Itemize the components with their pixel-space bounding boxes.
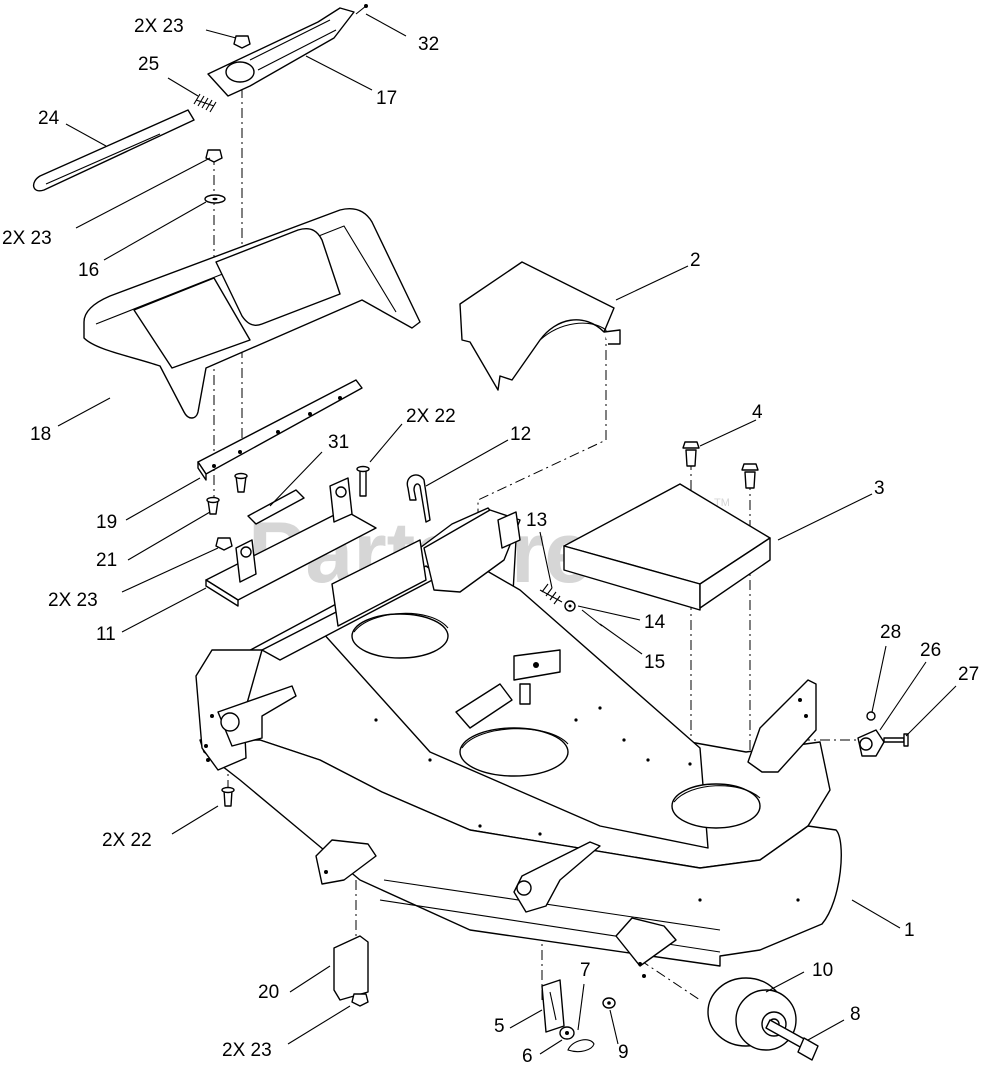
part-4-bolts[interactable] (682, 441, 759, 489)
part-10-wheel[interactable] (707, 977, 797, 1051)
callout-2x22-mid: 2X 22 (406, 406, 456, 427)
callout-24: 24 (38, 108, 60, 129)
part-24-rod[interactable] (33, 109, 195, 192)
callout-20: 20 (258, 982, 279, 1003)
part-28-screw[interactable] (866, 711, 876, 721)
callout-12: 12 (510, 424, 531, 445)
part-23-nut-mid[interactable] (215, 537, 233, 551)
callout-17: 17 (376, 88, 397, 109)
part-7-cotter-pin[interactable] (567, 1039, 595, 1053)
part-27-bolt[interactable] (883, 733, 909, 747)
callout-11: 11 (96, 624, 116, 645)
part-31-pad[interactable] (247, 489, 305, 525)
callout-2x23-bottom: 2X 23 (222, 1040, 272, 1061)
callout-9: 9 (618, 1042, 629, 1063)
callout-2x23-top: 2X 23 (134, 16, 184, 37)
callout-3: 3 (874, 478, 885, 499)
part-21-bolts[interactable] (206, 472, 248, 515)
part-16-washer[interactable] (204, 194, 226, 204)
callout-10: 10 (812, 960, 833, 981)
part-22-bolt-low[interactable] (221, 786, 235, 807)
part-8-axle-bolt[interactable] (765, 1019, 819, 1061)
part-5-slotted-plate[interactable] (541, 979, 565, 1033)
callout-19: 19 (96, 512, 117, 533)
part-17-lift-bracket[interactable] (207, 7, 355, 97)
callout-7: 7 (580, 960, 591, 981)
part-13-spring[interactable] (539, 583, 563, 605)
part-1-deck[interactable] (195, 507, 842, 978)
part-9-washer[interactable] (602, 997, 616, 1009)
callout-27: 27 (958, 664, 979, 685)
callout-18: 18 (30, 424, 51, 445)
callout-labels: 2X 23 32 25 17 24 2X 23 16 2 18 2X 22 12… (2, 16, 979, 1067)
part-2-belt-cover[interactable] (459, 261, 621, 391)
callout-26: 26 (920, 640, 941, 661)
callout-4: 4 (752, 402, 763, 423)
callout-15: 15 (644, 652, 665, 673)
callout-16: 16 (78, 260, 99, 281)
part-22-bolt-mid[interactable] (356, 465, 370, 497)
callout-32: 32 (418, 34, 439, 55)
part-25-spring[interactable] (193, 93, 217, 113)
callout-25: 25 (138, 54, 159, 75)
callout-28: 28 (880, 622, 901, 643)
callout-2x23-mid: 2X 23 (48, 590, 98, 611)
part-15-pin[interactable] (581, 609, 603, 627)
part-18-top-shield[interactable] (83, 208, 421, 419)
callout-2x23-left: 2X 23 (2, 228, 52, 249)
part-23-nut-bottom[interactable] (351, 993, 369, 1007)
callout-31: 31 (328, 432, 349, 453)
part-26-elbow[interactable] (857, 729, 885, 757)
part-23-nut-left[interactable] (205, 149, 223, 163)
callout-2x22-low: 2X 22 (102, 830, 152, 851)
callout-13: 13 (526, 510, 547, 531)
part-32-pin[interactable] (355, 4, 368, 15)
callout-2: 2 (690, 250, 701, 271)
part-23-nut-top[interactable] (233, 35, 251, 49)
part-19-strap[interactable] (197, 379, 363, 481)
part-3-right-cover[interactable] (563, 483, 771, 611)
part-12-hook[interactable] (406, 474, 431, 523)
leader-lines (57, 13, 957, 1055)
callout-8: 8 (850, 1004, 861, 1025)
part-14-washer[interactable] (564, 600, 576, 612)
callout-1: 1 (904, 920, 915, 941)
part-20-bracket[interactable] (333, 935, 369, 1001)
callout-5: 5 (494, 1016, 505, 1037)
callout-21: 21 (96, 550, 117, 571)
part-6-washer[interactable] (559, 1026, 575, 1040)
callout-6: 6 (522, 1046, 533, 1067)
callout-14: 14 (644, 612, 666, 633)
part-11-hinge-plate[interactable] (205, 477, 377, 607)
